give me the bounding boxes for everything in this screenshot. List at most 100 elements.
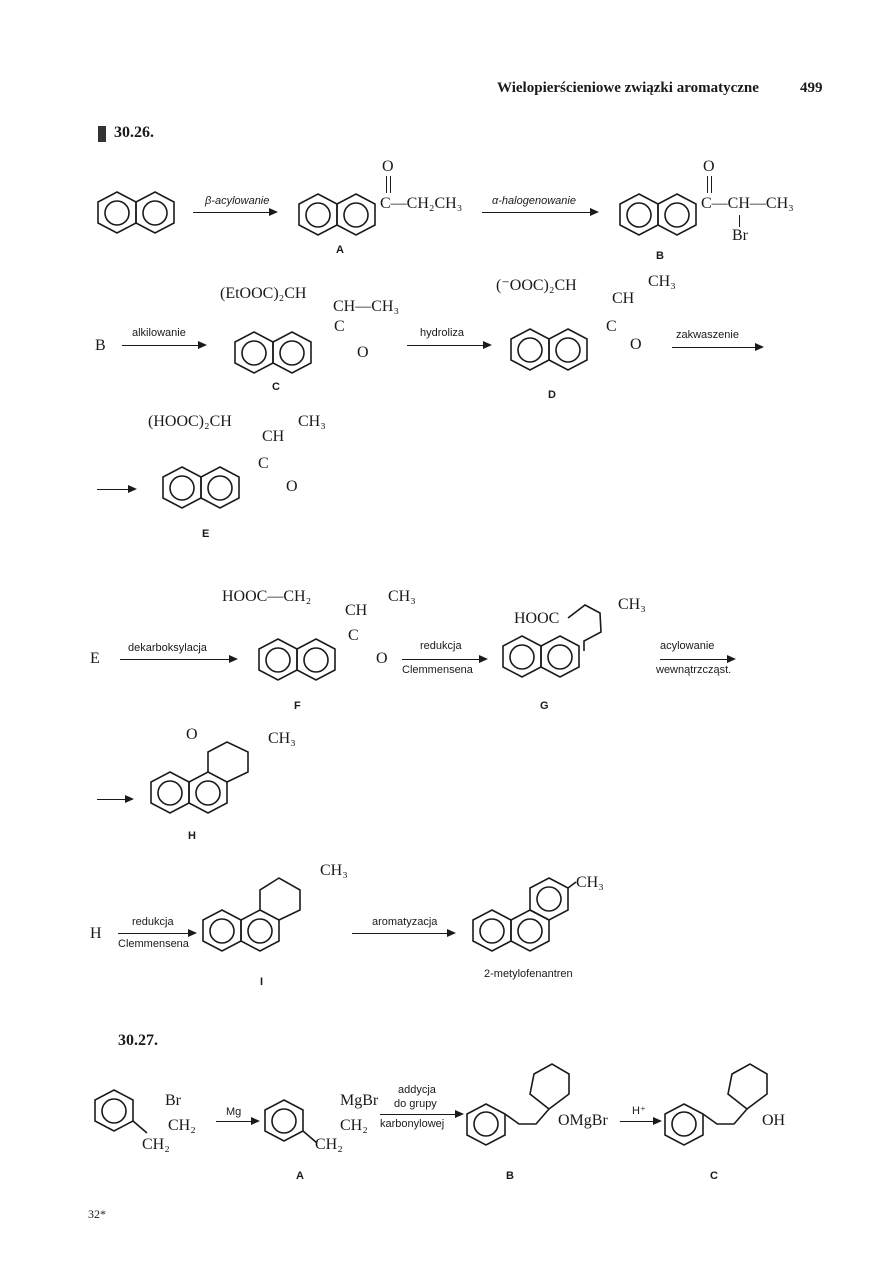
bromine-label: Br	[165, 1092, 181, 1109]
carbon-F: C	[348, 627, 359, 644]
start-compound-H: H	[90, 925, 102, 942]
compound-label-B: B	[506, 1170, 514, 1182]
naphthalene-structure-C	[234, 331, 312, 374]
reaction-arrow	[380, 1110, 464, 1118]
compound-label-C: C	[272, 381, 280, 393]
arrow-label-aromatization: aromatyzacja	[372, 916, 438, 928]
ch-D: CH	[612, 290, 635, 307]
arrow-label-beta-acylation: β-acylowanie	[205, 195, 270, 207]
start-compound-E: E	[90, 650, 100, 667]
benzene-structure	[94, 1089, 148, 1134]
arrow-label-addition: addycja	[398, 1084, 436, 1096]
arrow-label-acidification: zakwaszenie	[676, 329, 739, 341]
arrow-label-alkylation: alkilowanie	[132, 327, 186, 339]
page-number: 499	[800, 80, 823, 96]
compound-label-F: F	[294, 700, 301, 712]
ch-F: CH	[345, 602, 368, 619]
arrow-label-mg: Mg	[226, 1106, 242, 1118]
oh-label: OH	[762, 1112, 786, 1129]
carbon-C: C	[334, 318, 345, 335]
start-compound-B: B	[95, 337, 106, 354]
bromine-label: Br	[732, 227, 748, 244]
group-D: (⁻OOC)₂CH	[496, 277, 577, 294]
product-name-2-methylphenanthrene: 2-metylofenantren	[484, 968, 573, 980]
problem-number-30-26: 30.26.	[114, 124, 154, 141]
oxygen-label: O	[382, 158, 394, 175]
reaction-arrow	[672, 343, 764, 351]
arrow-label-alpha-halogenation: α-halogenowanie	[492, 195, 576, 207]
methylphenanthrene-structure	[472, 877, 577, 952]
oxygen-F: O	[376, 650, 388, 667]
ch2-label: CH₂	[142, 1136, 170, 1153]
compound-label-A: A	[336, 244, 344, 256]
naphthalene-structure-F	[258, 638, 336, 681]
reaction-arrow	[122, 341, 207, 349]
cyclohexyl-structure-B	[466, 1063, 570, 1146]
reaction-arrow	[660, 655, 736, 663]
compound-label-G: G	[540, 700, 549, 712]
double-bond	[711, 176, 712, 193]
arrow-label-clemmensen: Clemmensena	[402, 664, 473, 676]
arrow-label-hydrolysis: hydroliza	[420, 327, 465, 339]
ch2-label: CH₂	[168, 1117, 196, 1134]
naphthalene-structure	[97, 191, 175, 234]
reaction-arrow	[407, 341, 492, 349]
arrow-label-carbonyl: karbonylowej	[380, 1118, 445, 1130]
compound-label-C: C	[710, 1170, 718, 1182]
compound-label-A: A	[296, 1170, 304, 1182]
compound-label-E: E	[202, 528, 210, 540]
single-bond	[739, 215, 740, 227]
group-E: (HOOC)₂CH	[148, 413, 232, 430]
bullet-marker	[98, 126, 106, 142]
compound-label-I: I	[260, 976, 264, 988]
ch-C: CH—CH₃	[333, 298, 400, 315]
ch-E: CH	[262, 428, 285, 445]
naphthalene-structure-D	[510, 328, 588, 371]
arrow-label-to-group: do grupy	[394, 1098, 437, 1110]
reaction-arrow	[193, 208, 278, 216]
naphthalene-structure-A	[298, 193, 376, 236]
oxygen-E: O	[286, 478, 298, 495]
reaction-arrow	[118, 929, 197, 937]
benzene-structure-A	[264, 1099, 318, 1144]
group-F: HOOC—CH₂	[222, 588, 312, 605]
omgbr-label: OMgBr	[558, 1112, 608, 1129]
oxygen-H: O	[186, 726, 198, 743]
naphthalene-structure-B	[619, 193, 697, 236]
arrow-label-reduction: redukcja	[420, 640, 462, 652]
arrow-label-decarboxylation: dekarboksylacja	[128, 642, 207, 654]
ch3-H: CH₃	[268, 730, 296, 747]
carbon-D: C	[606, 318, 617, 335]
reaction-arrow	[482, 208, 599, 216]
oxygen-C: O	[357, 344, 369, 361]
reaction-arrow	[352, 929, 456, 937]
reaction-arrow	[402, 655, 488, 663]
arrow-label-acid: H⁺	[632, 1105, 646, 1117]
reaction-arrow	[97, 485, 137, 493]
substituent-B: C—CH—CH₃	[701, 195, 794, 212]
substituent-A: C—CH₂CH₃	[380, 195, 463, 212]
reaction-arrow	[620, 1117, 662, 1125]
ch3-D: CH₃	[648, 273, 676, 290]
ch3-F: CH₃	[388, 588, 416, 605]
problem-number-30-27: 30.27.	[118, 1032, 158, 1049]
arrow-label-intramolecular-acylation: acylowanie	[660, 640, 715, 652]
tetrahydrophenanthrene-structure-I	[202, 877, 301, 952]
arrow-label-reduction: redukcja	[132, 916, 174, 928]
double-bond	[390, 176, 391, 193]
compound-label-D: D	[548, 389, 556, 401]
double-bond	[386, 176, 387, 193]
naphthalene-structure-G	[502, 604, 602, 678]
cyclohexanol-structure-C	[664, 1063, 768, 1146]
sheet-signature: 32*	[88, 1207, 106, 1221]
carbon-E: C	[258, 455, 269, 472]
ch3-final: CH₃	[576, 874, 604, 891]
compound-label-B: B	[656, 250, 664, 262]
arrow-label-intramolecular: wewnątrzcząst.	[656, 664, 732, 676]
oxygen-label: O	[703, 158, 715, 175]
double-bond	[707, 176, 708, 193]
ch3-I: CH₃	[320, 862, 348, 879]
group-G: HOOC	[514, 610, 560, 627]
ch3-E: CH₃	[298, 413, 326, 430]
